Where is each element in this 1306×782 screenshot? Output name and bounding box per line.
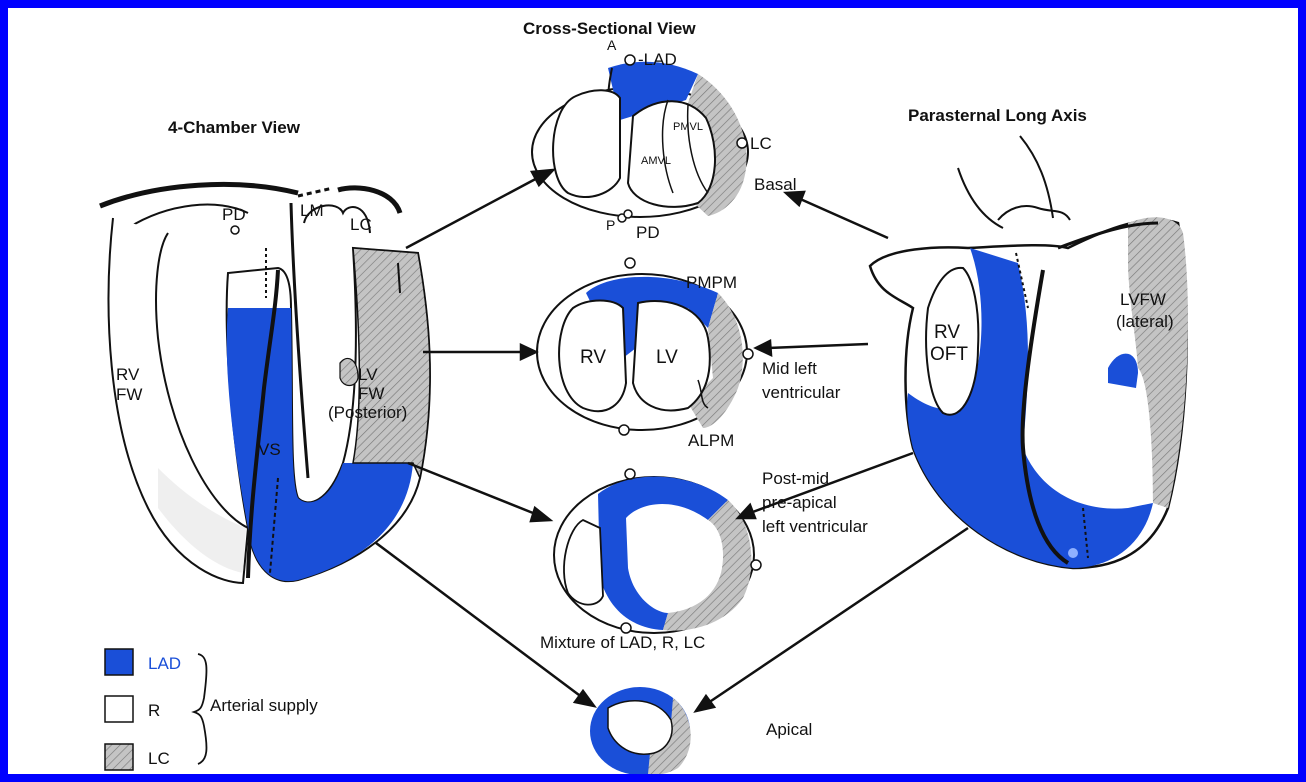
label-pmvl: PMVL: [673, 121, 703, 133]
label-lm: LM: [300, 201, 324, 220]
label-apical: Apical: [766, 720, 812, 739]
basal-section: [532, 55, 748, 222]
arrow-4ch-to-basal: [406, 175, 543, 248]
label-lateral: (lateral): [1116, 312, 1174, 331]
label-mixture: Mixture of LAD, R, LC: [540, 633, 705, 652]
label-postmid-3: left ventricular: [762, 517, 868, 536]
label-para-rv: RV: [934, 322, 960, 343]
legend-swatch-lc: [105, 744, 133, 770]
label-a: A: [607, 37, 617, 53]
legend-label-lc: LC: [148, 749, 170, 768]
label-pmpm: PMPM: [686, 273, 737, 292]
title-parasternal: Parasternal Long Axis: [908, 106, 1087, 125]
title-four-chamber: 4-Chamber View: [168, 118, 301, 137]
label-mid-lv: LV: [656, 347, 678, 368]
label-lc: LC: [350, 215, 372, 234]
label-lv: LV: [358, 365, 378, 384]
arrow-para-to-basal: [798, 198, 888, 238]
legend-caption: Arterial supply: [210, 696, 318, 715]
label-mid-2: ventricular: [762, 383, 841, 402]
label-rv: RV: [116, 365, 140, 384]
label-basal-lc: LC: [750, 134, 772, 153]
title-cross-sectional: Cross-Sectional View: [523, 19, 696, 38]
label-fw: FW: [116, 385, 142, 404]
label-para-oft: OFT: [930, 344, 968, 365]
label-alpm: ALPM: [688, 431, 734, 450]
label-p: P: [606, 217, 615, 233]
label-pd: PD: [222, 205, 246, 224]
legend-label-lad: LAD: [148, 654, 181, 673]
label-mid-rv: RV: [580, 347, 606, 368]
right-atrium-outline: [100, 184, 298, 206]
legend-swatch-r: [105, 696, 133, 722]
apical-section: [590, 687, 691, 774]
lc-posterior-region: [353, 248, 430, 478]
legend-label-r: R: [148, 701, 160, 720]
label-lvfw: LVFW: [1120, 290, 1166, 309]
arrow-4ch-to-apical: [376, 543, 583, 698]
diagram-frame: Cross-Sectional View 4-Chamber View Para…: [8, 8, 1298, 774]
coronary-supply-diagram: Cross-Sectional View 4-Chamber View Para…: [8, 8, 1298, 774]
postmid-section: [554, 469, 761, 633]
label-postmid-1: Post-mid: [762, 469, 829, 488]
arrow-4ch-to-postmid: [408, 463, 538, 515]
label-basal-pd: PD: [636, 223, 660, 242]
legend-brace: [194, 654, 206, 764]
arrow-para-to-mid: [768, 344, 868, 348]
label-basal: Basal: [754, 175, 797, 194]
label-lv-fw: FW: [358, 384, 384, 403]
label-vs: VS: [258, 440, 281, 459]
label-basal-lad: -LAD: [638, 50, 677, 69]
label-posterior: (Posterior): [328, 403, 407, 422]
legend-swatch-lad: [105, 649, 133, 675]
label-mid-1: Mid left: [762, 359, 817, 378]
parasternal-heart: [870, 136, 1188, 568]
legend: LAD R LC Arterial supply: [105, 649, 318, 770]
label-amvl: AMVL: [641, 155, 671, 167]
